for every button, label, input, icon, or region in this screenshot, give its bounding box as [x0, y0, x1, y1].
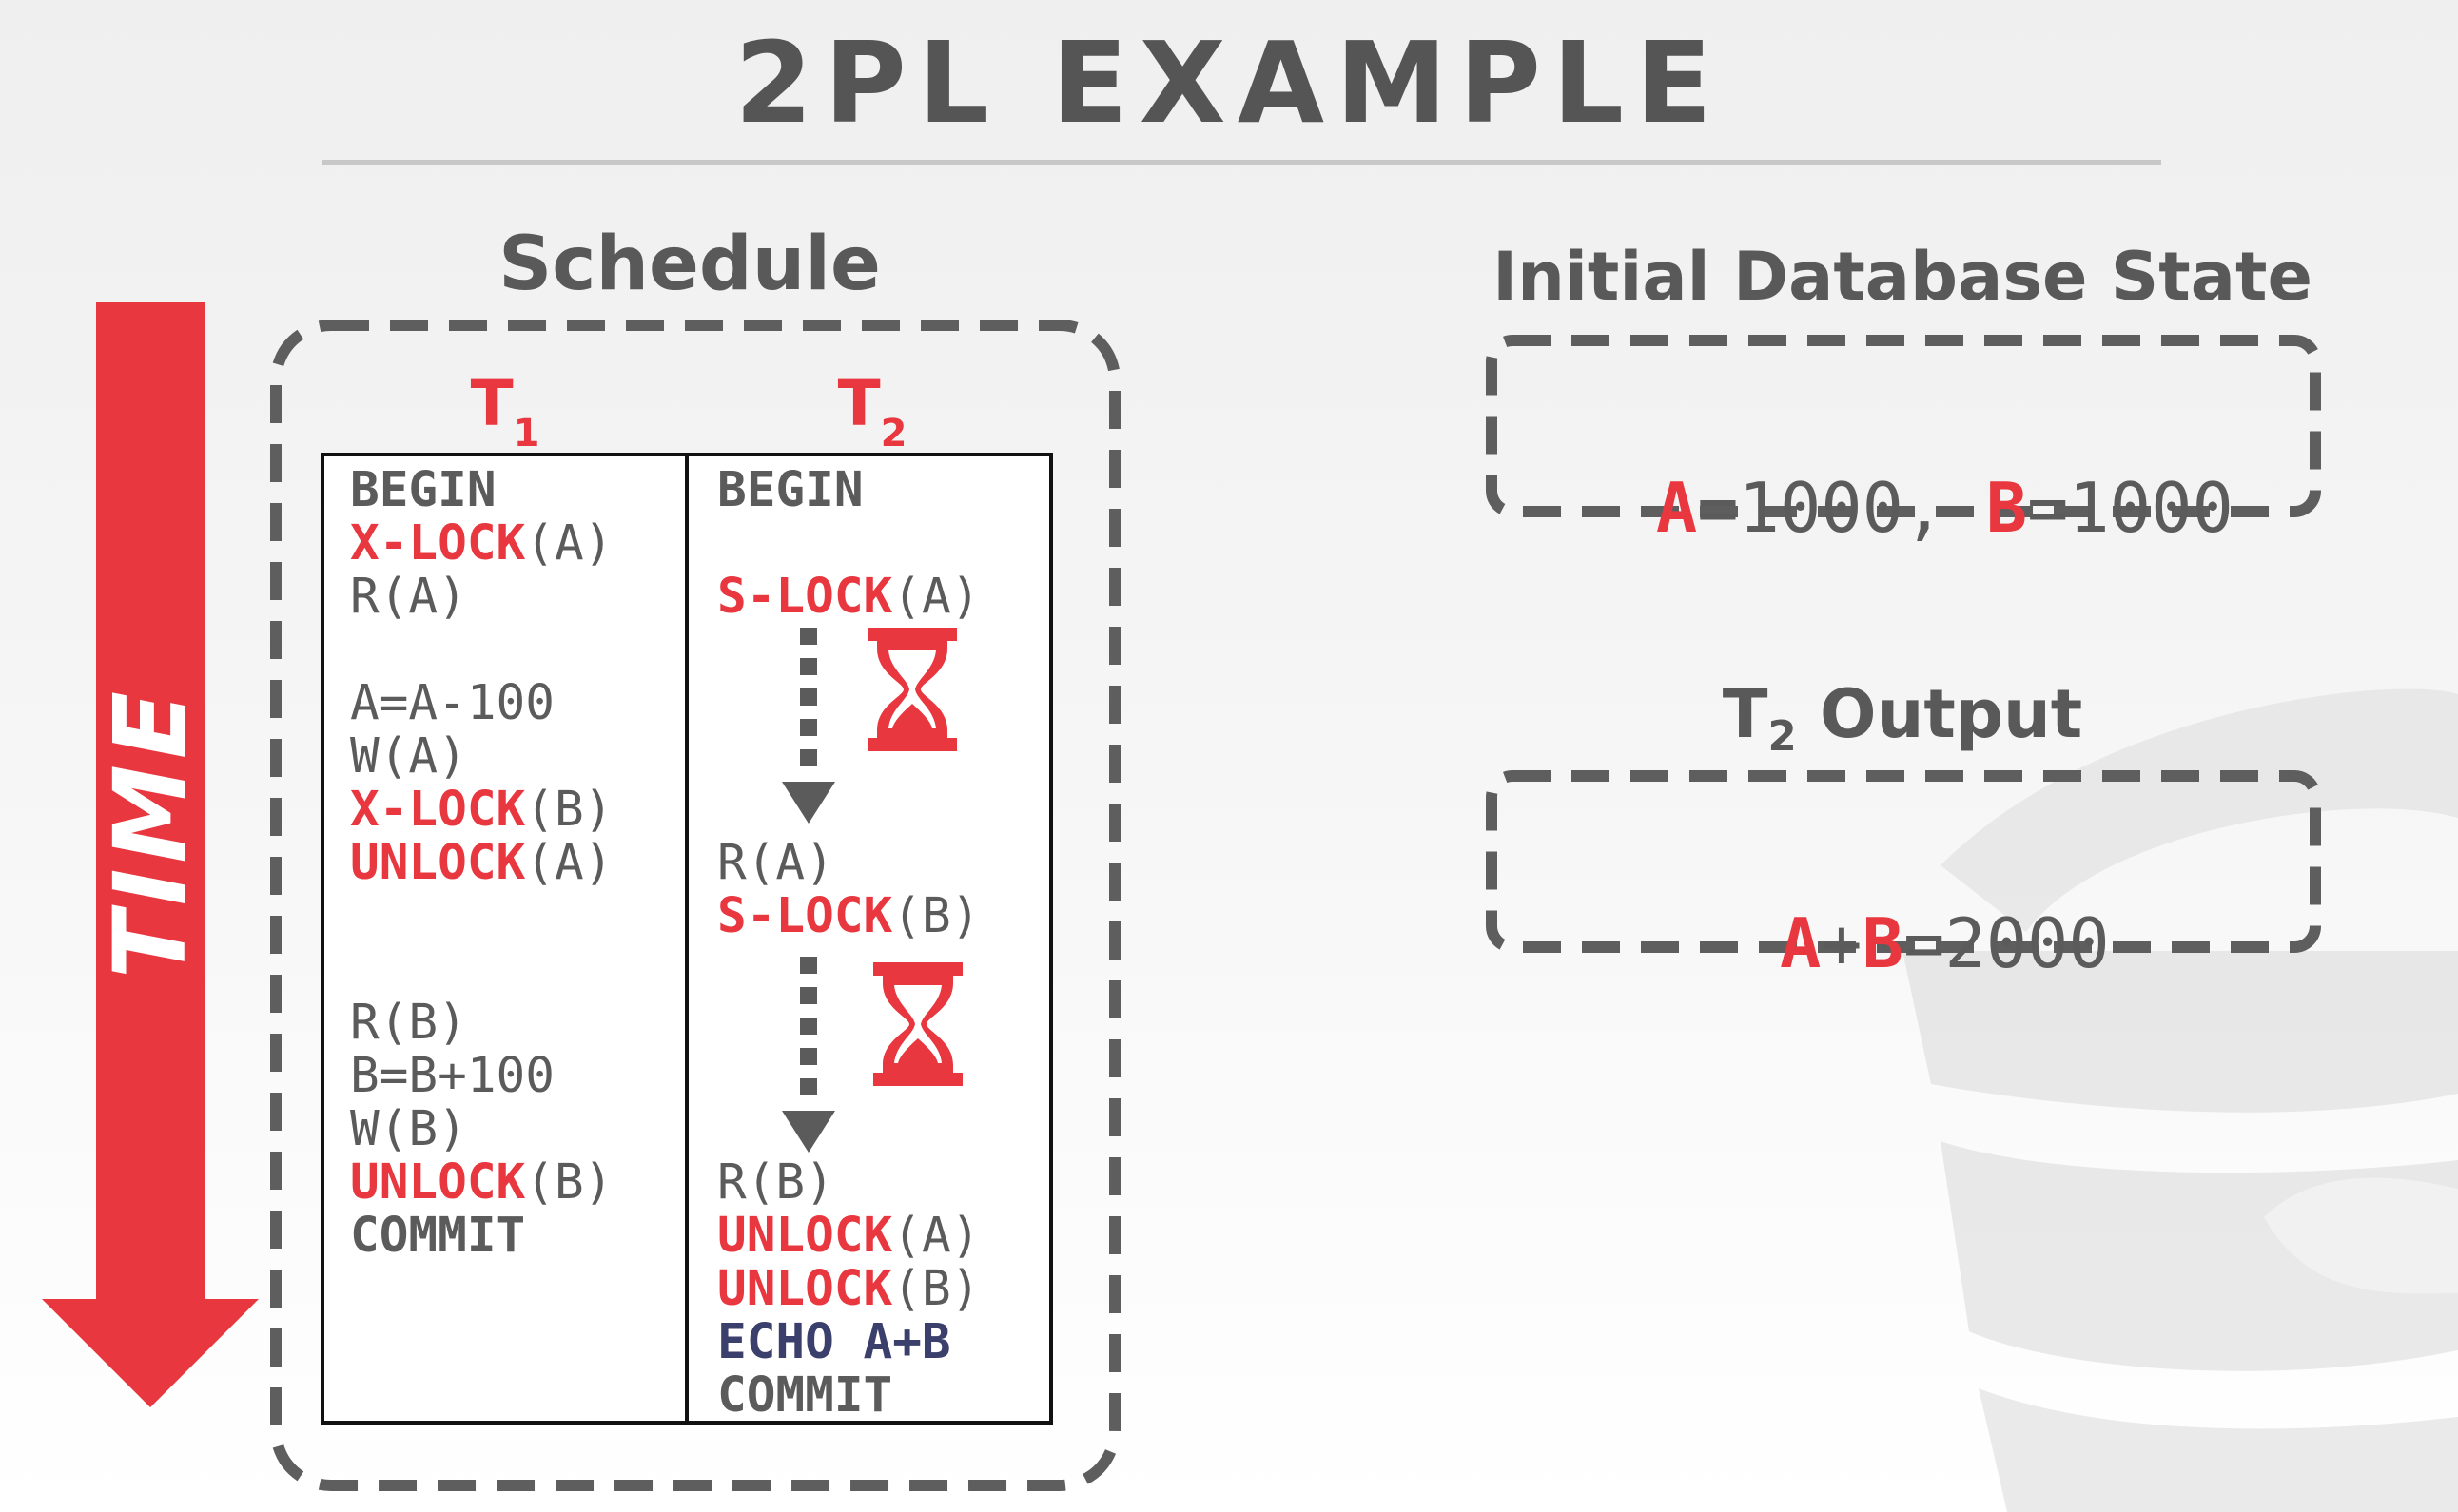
- t2-line: UNLOCK(B): [717, 1261, 981, 1317]
- initial-state-heading: Initial Database State: [1492, 238, 2312, 316]
- t2-line: R(B): [717, 1154, 834, 1211]
- output-heading: T2 Output: [1722, 675, 2083, 761]
- output-frame: [1486, 770, 2321, 953]
- t1-line: X-LOCK(B): [350, 782, 614, 838]
- schedule-heading: Schedule: [498, 222, 881, 307]
- t1-line: W(B): [350, 1101, 467, 1157]
- t1-line: R(A): [350, 569, 467, 625]
- output-value: A+B=2000: [1779, 903, 2110, 983]
- hourglass-icon: [873, 962, 963, 1086]
- t2-line: UNLOCK(A): [717, 1208, 981, 1264]
- t2-line: BEGIN: [717, 462, 864, 518]
- t1-column: BEGIN X-LOCK(A) R(A) A=A-100 W(A) X-LOCK…: [350, 0, 613, 1263]
- wait-arrow-icon: [782, 957, 835, 1153]
- t2-line: ECHO A+B: [717, 1314, 951, 1370]
- t2-column-header: T2: [837, 367, 907, 456]
- wait-arrow-icon: [782, 628, 835, 824]
- initial-state-values: A=1000, B=1000: [1655, 468, 2234, 548]
- t1-line: W(A): [350, 728, 467, 785]
- t2-line: COMMIT: [717, 1367, 893, 1424]
- t1-line: BEGIN: [350, 462, 497, 518]
- t1-line: B=B+100: [350, 1048, 555, 1104]
- time-label: TIME: [92, 685, 208, 979]
- t2-column: BEGIN S-LOCK(A) R(A) S-LOCK(B) R(B) UNLO…: [717, 0, 980, 1423]
- t1-line: UNLOCK(A): [350, 835, 614, 891]
- column-divider: [685, 453, 689, 1425]
- t1-line: X-LOCK(A): [350, 515, 614, 572]
- t2-line: R(A): [717, 835, 834, 891]
- page-title: 2PL EXAMPLE: [734, 17, 1724, 148]
- t1-line: A=A-100: [350, 675, 555, 731]
- schedule-frame: [270, 320, 1121, 1491]
- hourglass-icon: [868, 628, 957, 751]
- database-watermark-icon: [1902, 688, 2458, 1512]
- t1-column-header: T1: [470, 367, 540, 456]
- time-arrow-icon: [42, 302, 259, 1407]
- initial-state-frame: [1486, 335, 2321, 517]
- t1-line: COMMIT: [350, 1208, 526, 1264]
- t1-line: R(B): [350, 995, 467, 1051]
- t1-line: UNLOCK(B): [350, 1154, 614, 1211]
- title-divider: [322, 160, 2161, 165]
- t2-line: S-LOCK(B): [717, 888, 981, 944]
- t2-line: S-LOCK(A): [717, 569, 981, 625]
